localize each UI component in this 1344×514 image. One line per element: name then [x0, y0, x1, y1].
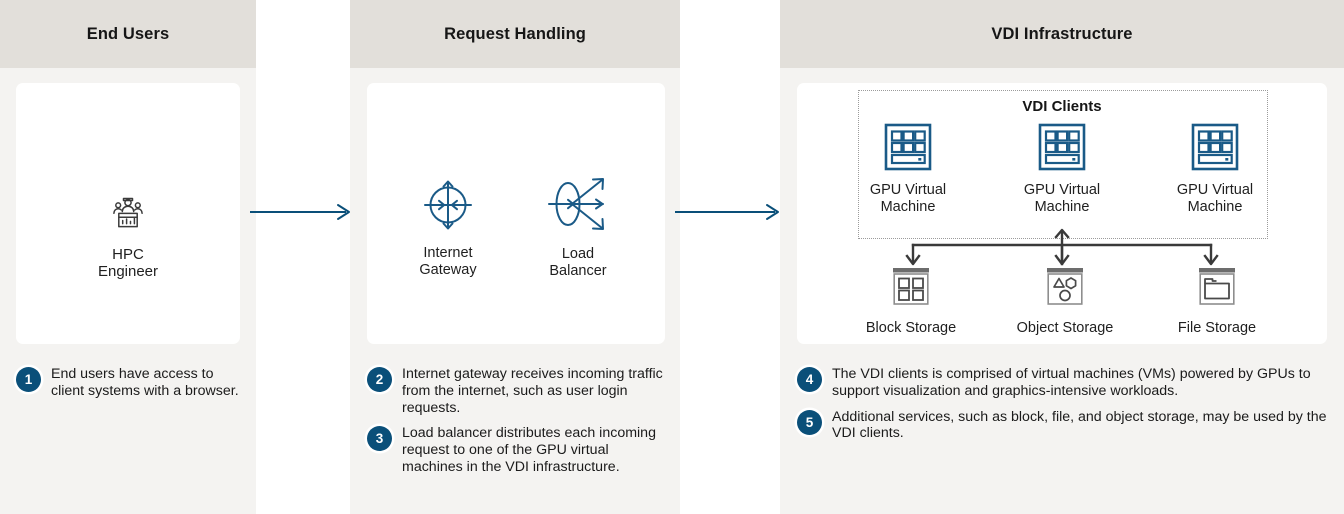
- node-label-gpu-virtual-machine-2: GPU Virtual Machine: [1023, 182, 1101, 215]
- step-list-vdi-infrastructure: 4 The VDI clients is comprised of virtua…: [797, 366, 1327, 451]
- gpu-virtual-machine-icon: [1037, 122, 1087, 177]
- block-storage-icon: [888, 265, 934, 314]
- node-gpu-virtual-machine-1[interactable]: GPU Virtual Machine: [856, 122, 960, 215]
- step-text: Additional services, such as block, file…: [832, 408, 1327, 442]
- node-gpu-virtual-machine-3[interactable]: GPU Virtual Machine: [1163, 122, 1267, 215]
- node-internet-gateway[interactable]: Internet Gateway: [410, 176, 486, 279]
- column-title-vdi-infrastructure: VDI Infrastructure: [991, 24, 1133, 43]
- step-text: Load balancer distributes each incoming …: [402, 425, 656, 475]
- step-badge: 1: [16, 367, 41, 392]
- step-text: The VDI clients is comprised of virtual …: [832, 366, 1311, 399]
- step-badge: 2: [367, 367, 392, 392]
- panel-request-handling: [367, 83, 665, 344]
- node-label-object-storage: Object Storage: [1016, 320, 1114, 336]
- step-list-request-handling: 2 Internet gateway receives incoming tra…: [367, 366, 667, 485]
- step-item: 2 Internet gateway receives incoming tra…: [367, 366, 667, 416]
- node-file-storage[interactable]: File Storage: [1147, 265, 1287, 337]
- step-list-end-users: 1 End users have access to client system…: [16, 366, 248, 409]
- connector-request-handling-to-vdi: [675, 200, 785, 229]
- step-item: 1 End users have access to client system…: [16, 366, 248, 400]
- column-title-end-users: End Users: [86, 24, 170, 43]
- object-storage-icon: [1042, 265, 1088, 314]
- gpu-virtual-machine-icon: [1190, 122, 1240, 177]
- column-title-request-handling: Request Handling: [444, 24, 586, 43]
- step-text: Internet gateway receives incoming traff…: [402, 366, 663, 416]
- step-text: End users have access to client systems …: [51, 366, 239, 399]
- connector-vdi-clients-to-storage: [890, 228, 1234, 275]
- node-label-load-balancer: Load Balancer: [549, 246, 607, 279]
- column-header-vdi-infrastructure: VDI Infrastructure: [780, 0, 1344, 68]
- people-chart-icon: [106, 190, 150, 239]
- node-label-gpu-virtual-machine-3: GPU Virtual Machine: [1176, 182, 1254, 215]
- node-object-storage[interactable]: Object Storage: [995, 265, 1135, 337]
- internet-gateway-icon: [419, 176, 477, 239]
- node-load-balancer[interactable]: Load Balancer: [540, 173, 616, 280]
- node-label-file-storage: File Storage: [1177, 320, 1257, 336]
- connector-end-users-to-request-handling: [250, 200, 355, 229]
- step-badge: 5: [797, 409, 822, 435]
- step-item: 3 Load balancer distributes each incomin…: [367, 425, 667, 475]
- node-hpc-engineer[interactable]: HPC Engineer: [86, 190, 170, 281]
- step-badge: 3: [367, 426, 392, 452]
- node-label-internet-gateway: Internet Gateway: [419, 245, 477, 278]
- step-badge: 4: [797, 367, 822, 392]
- column-header-end-users: End Users: [0, 0, 256, 68]
- node-label-block-storage: Block Storage: [865, 320, 957, 336]
- step-item: 5 Additional services, such as block, fi…: [797, 409, 1327, 443]
- step-item: 4 The VDI clients is comprised of virtua…: [797, 366, 1327, 400]
- node-gpu-virtual-machine-2[interactable]: GPU Virtual Machine: [1010, 122, 1114, 215]
- node-block-storage[interactable]: Block Storage: [841, 265, 981, 337]
- node-label-hpc-engineer: HPC Engineer: [97, 246, 159, 281]
- file-storage-icon: [1194, 265, 1240, 314]
- node-label-gpu-virtual-machine-1: GPU Virtual Machine: [869, 182, 947, 215]
- vdi-clients-title: VDI Clients: [1022, 98, 1102, 115]
- column-header-request-handling: Request Handling: [350, 0, 680, 68]
- gpu-virtual-machine-icon: [883, 122, 933, 177]
- load-balancer-icon: [547, 173, 609, 240]
